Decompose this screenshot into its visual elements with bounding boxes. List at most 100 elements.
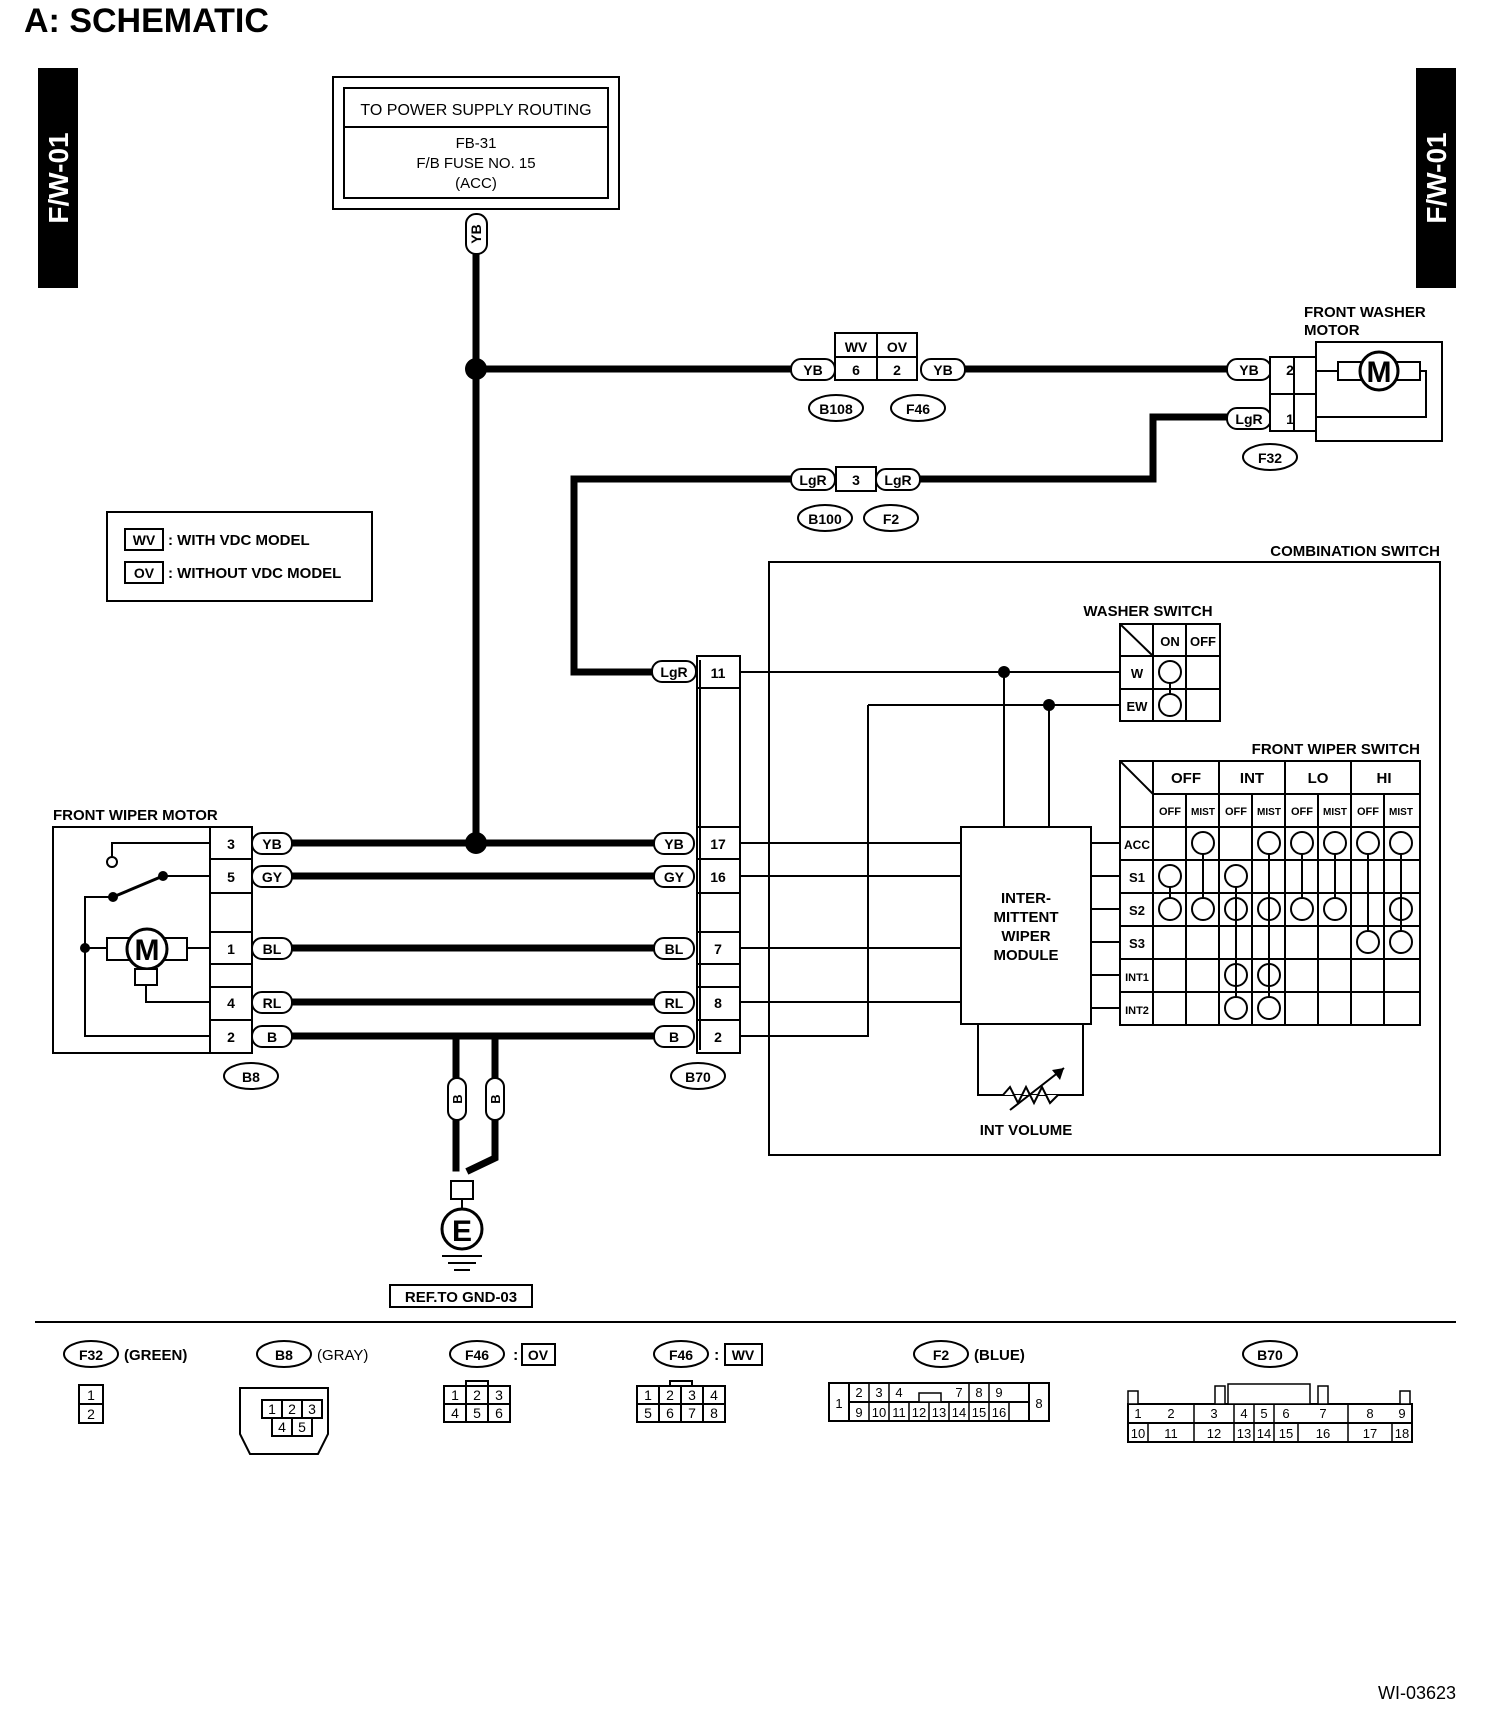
b70-view-pin-8: 8: [1366, 1406, 1373, 1421]
b70-view-pin-4: 4: [1240, 1406, 1247, 1421]
f2-pin-16: 16: [992, 1405, 1006, 1420]
wiper-subcol-4: MIST: [1257, 807, 1281, 818]
view-f46-wv-code: WV: [732, 1347, 755, 1363]
washer-motor-pin-2: 2: [1286, 362, 1294, 378]
wiper-motor-pin-4: 4: [227, 995, 235, 1011]
legend-ov-text: : WITHOUT VDC MODEL: [168, 565, 341, 582]
front-washer-motor: FRONT WASHER MOTOR 2 1 M: [1269, 304, 1443, 442]
wire-label-b-ground-right: B: [488, 1094, 503, 1103]
f2-pin-2: 2: [855, 1385, 862, 1400]
wiper-subcol-2: MIST: [1191, 807, 1215, 818]
b70-pin-17: 17: [710, 836, 726, 852]
view-f46-wv-colon: :: [714, 1347, 719, 1364]
view-tag-f46-ov: [449, 1340, 505, 1368]
view-f46-ov-pin-4: 4: [451, 1405, 459, 1421]
wire-label-lgr-f2: LgR: [884, 472, 911, 488]
switch-contact-17: [1356, 831, 1380, 855]
f2-pin-7: 7: [955, 1385, 962, 1400]
view-f46-wv-pin-7: 7: [688, 1405, 696, 1421]
switch-contact-21: [1389, 930, 1413, 954]
b70-pin-7: 7: [714, 941, 722, 957]
washer-row-w: W: [1131, 666, 1144, 681]
b70-view-pin-13: 13: [1237, 1426, 1251, 1441]
wiper-row-int1: INT1: [1125, 972, 1149, 984]
f2-pin-4: 4: [895, 1385, 902, 1400]
view-f46-ov-pin-1: 1: [451, 1387, 459, 1403]
wire-label-lgr-b70: LgR: [660, 664, 687, 680]
connector-tag-f2: [863, 504, 919, 532]
connector-tag-b8-label: B8: [242, 1069, 260, 1085]
switch-contact-14: [1290, 897, 1314, 921]
f2-key: [918, 1392, 942, 1403]
module-label-4: MODULE: [994, 947, 1059, 964]
module-label-1: INTER-: [1001, 890, 1051, 907]
switch-contact-8: [1224, 996, 1248, 1020]
view-f2-color: (BLUE): [974, 1347, 1025, 1364]
view-tag-f46-wv-label: F46: [669, 1347, 693, 1363]
f2-pin-8: 8: [975, 1385, 982, 1400]
view-b8-color: (GRAY): [317, 1347, 368, 1364]
view-f46-ov-pin-6: 6: [495, 1405, 503, 1421]
view-f32-pin-2: 2: [87, 1406, 95, 1422]
washer-switch-title: WASHER SWITCH: [1083, 603, 1212, 620]
b100-pin-3: 3: [852, 472, 860, 488]
b70-view-pin-14: 14: [1257, 1426, 1271, 1441]
wiper-motor-pin-5: 5: [227, 869, 235, 885]
ground-symbol: E: [452, 1215, 472, 1248]
harness-wires: [288, 242, 1234, 1175]
wiper-row-s2: S2: [1129, 903, 1145, 918]
connector-b100-f2: [835, 466, 877, 492]
switch-contact-9: [1257, 831, 1281, 855]
view-f46-wv-pin-5: 5: [644, 1405, 652, 1421]
b70-view-pin-6: 6: [1282, 1406, 1289, 1421]
b70-tab: [1214, 1385, 1226, 1405]
view-f46-ov-pin-5: 5: [473, 1405, 481, 1421]
washer-motor-pin-1: 1: [1286, 411, 1294, 427]
f2-pin-8: 8: [1035, 1396, 1042, 1411]
connector-tag-b70: [670, 1062, 726, 1090]
wire-label-rl-b70: RL: [665, 995, 684, 1011]
wire-label-b-ground-left: B: [450, 1094, 465, 1103]
page-title: A: SCHEMATIC: [24, 2, 269, 40]
b70-pin-11: 11: [711, 665, 726, 681]
connector-tag-f32-label: F32: [1258, 450, 1282, 466]
module-label-3: WIPER: [1001, 928, 1050, 945]
combination-switch-title: COMBINATION SWITCH: [1270, 543, 1440, 560]
power-supply-box: TO POWER SUPPLY ROUTING FB-31 F/B FUSE N…: [332, 76, 620, 210]
wiper-group-hi: HI: [1377, 770, 1392, 787]
power-supply-header: TO POWER SUPPLY ROUTING: [360, 102, 591, 119]
connector-tag-b100: [797, 504, 853, 532]
wiper-subcol-6: MIST: [1323, 807, 1347, 818]
wiper-subcol-7: OFF: [1357, 806, 1379, 818]
wiper-group-off: OFF: [1171, 770, 1201, 787]
view-f46-ov-pin-3: 3: [495, 1387, 503, 1403]
wire-label-bl-b70: BL: [665, 941, 684, 957]
b70-view-pin-15: 15: [1279, 1426, 1293, 1441]
b70-view-pin-12: 12: [1207, 1426, 1221, 1441]
b70-pin-16: 16: [710, 869, 726, 885]
view-b8-pin-4: 4: [278, 1419, 286, 1435]
view-tag-f46-wv: [653, 1340, 709, 1368]
wire-label-yb-b108: YB: [803, 362, 822, 378]
wiper-group-int: INT: [1240, 770, 1264, 787]
view-b8-pin-1: 1: [268, 1401, 276, 1417]
wiper-subcol-5: OFF: [1291, 806, 1313, 818]
connector-tag-f46: [890, 394, 946, 422]
right-section-tab: [1416, 68, 1456, 288]
washer-col-on: ON: [1160, 634, 1180, 649]
wire-labels: YB YB YB YB LgR LgR LgR LgR YB GY BL RL …: [251, 213, 1272, 1121]
connector-b70: 11 17 16 7 8 2: [696, 655, 741, 1054]
wiper-row-acc: ACC: [1124, 838, 1150, 852]
view-b8-pin-3: 3: [308, 1401, 316, 1417]
legend-wv-code: WV: [133, 532, 156, 548]
f2-pin-14: 14: [952, 1405, 966, 1420]
right-section-tab-label: F/W-01: [1421, 132, 1452, 223]
view-tag-b8-label: B8: [275, 1347, 293, 1363]
b70-tab: [1317, 1385, 1329, 1405]
front-wiper-switch-table: FRONT WIPER SWITCH OFF INT: [1119, 741, 1421, 1026]
wiper-subcol-3: OFF: [1225, 806, 1247, 818]
wire-label-gy-b70: GY: [664, 869, 685, 885]
f2-pin-10: 10: [872, 1405, 886, 1420]
b70-view-pin-2: 2: [1167, 1406, 1174, 1421]
